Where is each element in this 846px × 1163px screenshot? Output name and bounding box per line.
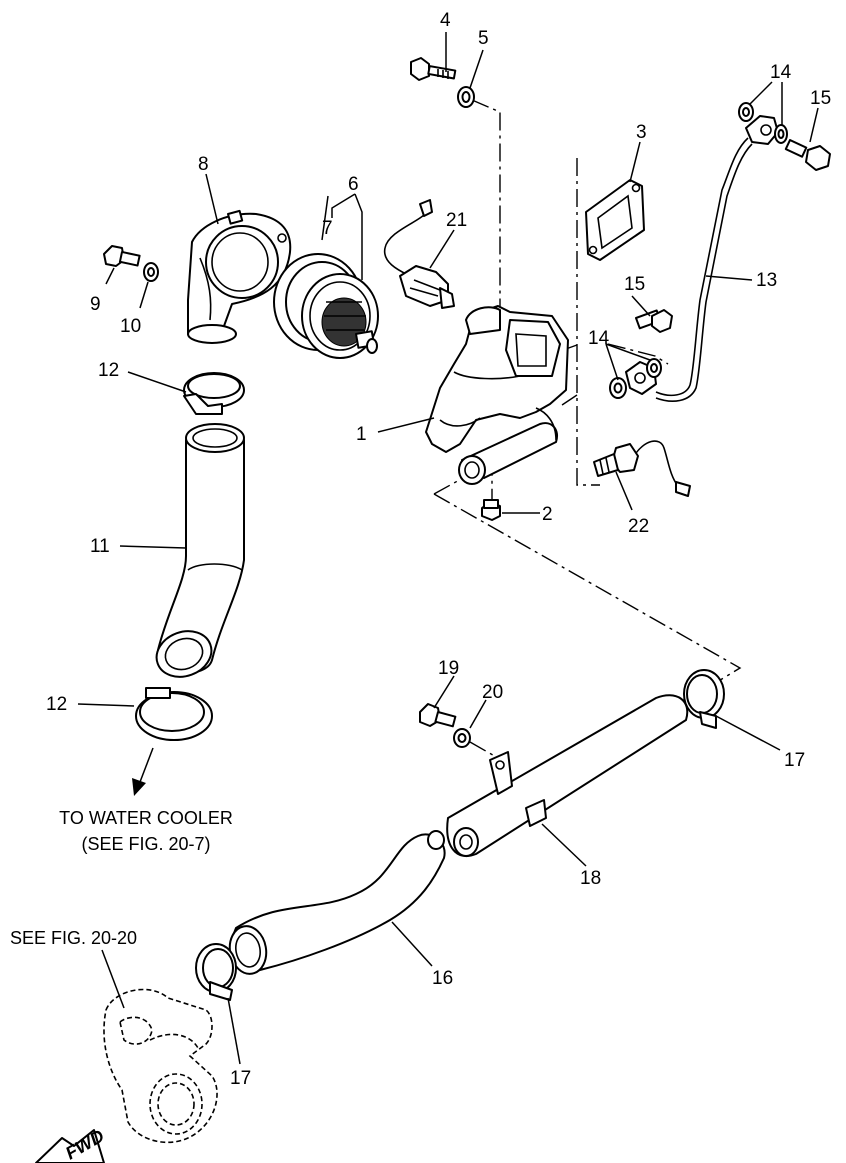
callout-13: 13: [756, 270, 777, 291]
callout-16: 16: [432, 968, 453, 989]
washer-10: [143, 262, 159, 282]
housing-1: [425, 305, 569, 485]
notes: TO WATER COOLER (SEE FIG. 20-7) SEE FIG.…: [10, 808, 233, 948]
callout-3: 3: [636, 122, 647, 143]
bolt-15-top: [784, 139, 831, 171]
callout-9: 9: [90, 294, 101, 315]
sensor-21: [383, 199, 455, 309]
callout-7: 7: [322, 218, 333, 239]
gasket-3: [585, 179, 645, 261]
cover-8: [187, 209, 292, 344]
clamp-17-left: [195, 943, 237, 1001]
pipe-13: [625, 115, 779, 402]
note-water-cooler-line2: (SEE FIG. 20-7): [81, 834, 210, 854]
reference-housing-ghost: [103, 988, 218, 1144]
callout-18: 18: [580, 868, 601, 889]
note-water-cooler-line1: TO WATER COOLER: [59, 808, 233, 828]
callout-14-mid: 14: [588, 328, 610, 349]
note-see-fig: SEE FIG. 20-20: [10, 928, 137, 948]
callout-1: 1: [356, 424, 367, 445]
bolt-9: [103, 245, 141, 267]
callout-4: 4: [440, 10, 451, 31]
callout-19: 19: [438, 658, 459, 679]
clamp-17-right: [683, 669, 725, 729]
callout-5: 5: [478, 28, 489, 49]
clamp-12-top: [183, 372, 245, 415]
callout-8: 8: [198, 154, 209, 175]
callout-20: 20: [482, 682, 503, 703]
bolt-4: [410, 57, 457, 81]
callout-labels: 4 5 3 14 15 6 8 7 21 13 15 14 9 10 12 1 …: [46, 10, 831, 1089]
washer-14-mid: [609, 358, 662, 399]
callout-14-top: 14: [770, 62, 792, 83]
sensor-22: [593, 440, 691, 497]
washer-14-top: [738, 102, 788, 144]
callout-15-mid: 15: [624, 274, 645, 295]
clamp-12-bottom: [135, 687, 213, 741]
callout-6: 6: [348, 174, 359, 195]
callout-21: 21: [446, 210, 467, 231]
callout-12-bottom: 12: [46, 694, 67, 715]
hose-11: [155, 423, 245, 678]
bolt-19: [419, 703, 457, 728]
fwd-arrow: FWD: [35, 1126, 107, 1163]
callout-17-right: 17: [784, 750, 805, 771]
callout-22: 22: [628, 516, 649, 537]
callout-15-top: 15: [810, 88, 831, 109]
washer-20: [453, 728, 471, 748]
nut-2: [481, 499, 501, 521]
pipe-18: [446, 694, 689, 857]
thermostat-6: [301, 273, 379, 359]
water-cooler-arrow: [132, 747, 154, 796]
callout-12-top: 12: [98, 360, 119, 381]
callout-17-left: 17: [230, 1068, 251, 1089]
bolt-15-mid: [635, 309, 673, 333]
callout-2: 2: [542, 504, 553, 525]
callout-10: 10: [120, 316, 141, 337]
hose-16: [228, 830, 446, 975]
leader-lines: [77, 32, 819, 1065]
washer-5: [457, 86, 475, 108]
callout-11: 11: [90, 536, 110, 557]
